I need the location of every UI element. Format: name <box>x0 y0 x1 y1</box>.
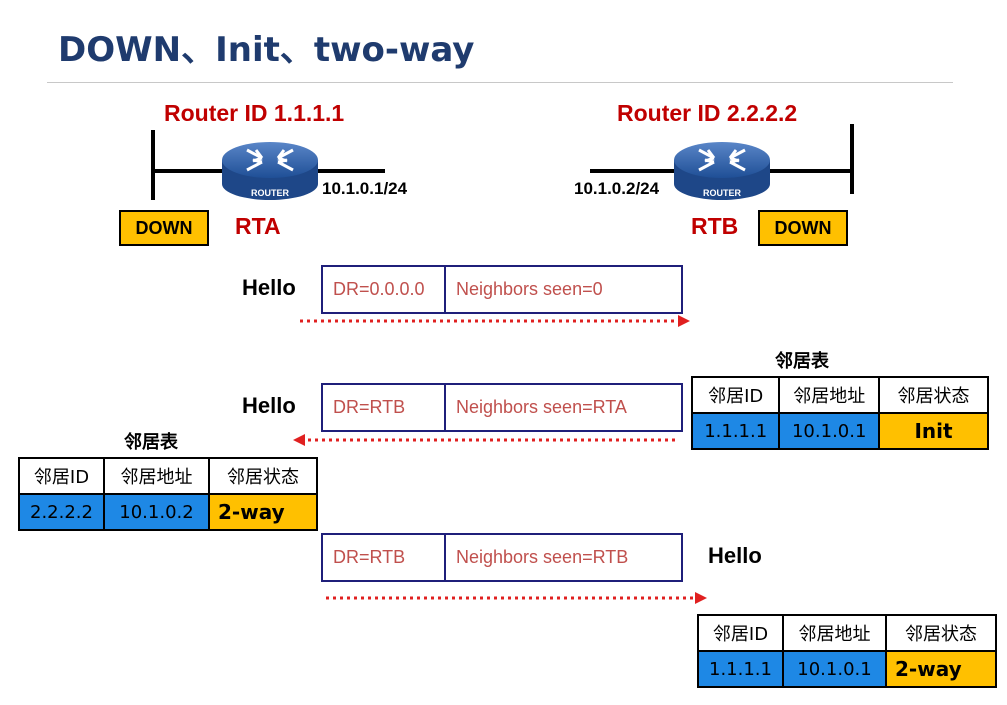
rtb-state-badge: DOWN <box>758 210 848 246</box>
header-neighbor-address: 邻居地址 <box>103 457 210 495</box>
cell-neighbor-id: 1.1.1.1 <box>690 412 781 450</box>
cell-neighbor-address: 10.1.0.1 <box>782 650 887 688</box>
rta-state-badge: DOWN <box>119 210 209 246</box>
rtb-name: RTB <box>691 213 739 239</box>
router-icon-rta: ROUTER <box>222 142 318 200</box>
cell-neighbor-state: 2-way <box>208 493 318 531</box>
router-rtb-label: ROUTER <box>703 188 742 198</box>
packet-neighbors-field: Neighbors seen=0 <box>456 279 603 299</box>
neighbor-table-rtb-init: 邻居ID 邻居地址 邻居状态 1.1.1.1 10.1.0.1 Init <box>690 376 989 450</box>
header-neighbor-state: 邻居状态 <box>208 457 318 495</box>
hello-packet-3: DR=RTB Neighbors seen=RTB <box>321 533 683 582</box>
network-diagram: ROUTER ROUTER <box>151 124 854 200</box>
cell-neighbor-address: 10.1.0.1 <box>778 412 881 450</box>
header-neighbor-id: 邻居ID <box>690 376 781 414</box>
neighbor-table-title-rtb-init: 邻居表 <box>775 351 829 372</box>
rtb-ip: 10.1.0.2/24 <box>574 179 660 198</box>
arrowhead <box>678 315 690 327</box>
packet-dr-field: DR=RTB <box>323 385 446 430</box>
title-divider <box>47 82 953 83</box>
arrowhead <box>695 592 707 604</box>
packet-neighbors-field: Neighbors seen=RTA <box>456 397 627 417</box>
cell-neighbor-id: 2.2.2.2 <box>18 493 105 531</box>
router-icon-rtb: ROUTER <box>674 142 770 200</box>
hello-label-2: Hello <box>242 393 296 418</box>
hello-label-3: Hello <box>708 543 762 568</box>
cell-neighbor-state: Init <box>878 412 989 450</box>
header-neighbor-id: 邻居ID <box>697 614 784 652</box>
header-neighbor-id: 邻居ID <box>18 457 105 495</box>
header-neighbor-address: 邻居地址 <box>782 614 887 652</box>
packet-dr-field: DR=0.0.0.0 <box>323 267 446 312</box>
hello-packet-1: DR=0.0.0.0 Neighbors seen=0 <box>321 265 683 314</box>
hello-packet-2: DR=RTB Neighbors seen=RTA <box>321 383 683 432</box>
rta-ip: 10.1.0.1/24 <box>322 179 408 198</box>
header-neighbor-address: 邻居地址 <box>778 376 881 414</box>
packet-neighbors-field: Neighbors seen=RTB <box>456 547 629 567</box>
neighbor-table-rtb-twoway: 邻居ID 邻居地址 邻居状态 1.1.1.1 10.1.0.1 2-way <box>697 614 997 688</box>
router-rta-label: ROUTER <box>251 188 290 198</box>
arrowhead <box>293 434 305 446</box>
cell-neighbor-id: 1.1.1.1 <box>697 650 784 688</box>
hello-label-1: Hello <box>242 275 296 300</box>
rta-name: RTA <box>235 213 281 239</box>
rtb-router-id: Router ID 2.2.2.2 <box>617 100 798 126</box>
cell-neighbor-address: 10.1.0.2 <box>103 493 210 531</box>
cell-neighbor-state: 2-way <box>885 650 997 688</box>
packet-dr-field: DR=RTB <box>323 535 446 580</box>
header-neighbor-state: 邻居状态 <box>878 376 989 414</box>
neighbor-table-title-rta-twoway: 邻居表 <box>124 432 178 453</box>
rta-router-id: Router ID 1.1.1.1 <box>164 100 345 126</box>
page-title: DOWN、Init、two-way <box>58 30 475 70</box>
neighbor-table-rta-twoway: 邻居ID 邻居地址 邻居状态 2.2.2.2 10.1.0.2 2-way <box>18 457 318 531</box>
header-neighbor-state: 邻居状态 <box>885 614 997 652</box>
